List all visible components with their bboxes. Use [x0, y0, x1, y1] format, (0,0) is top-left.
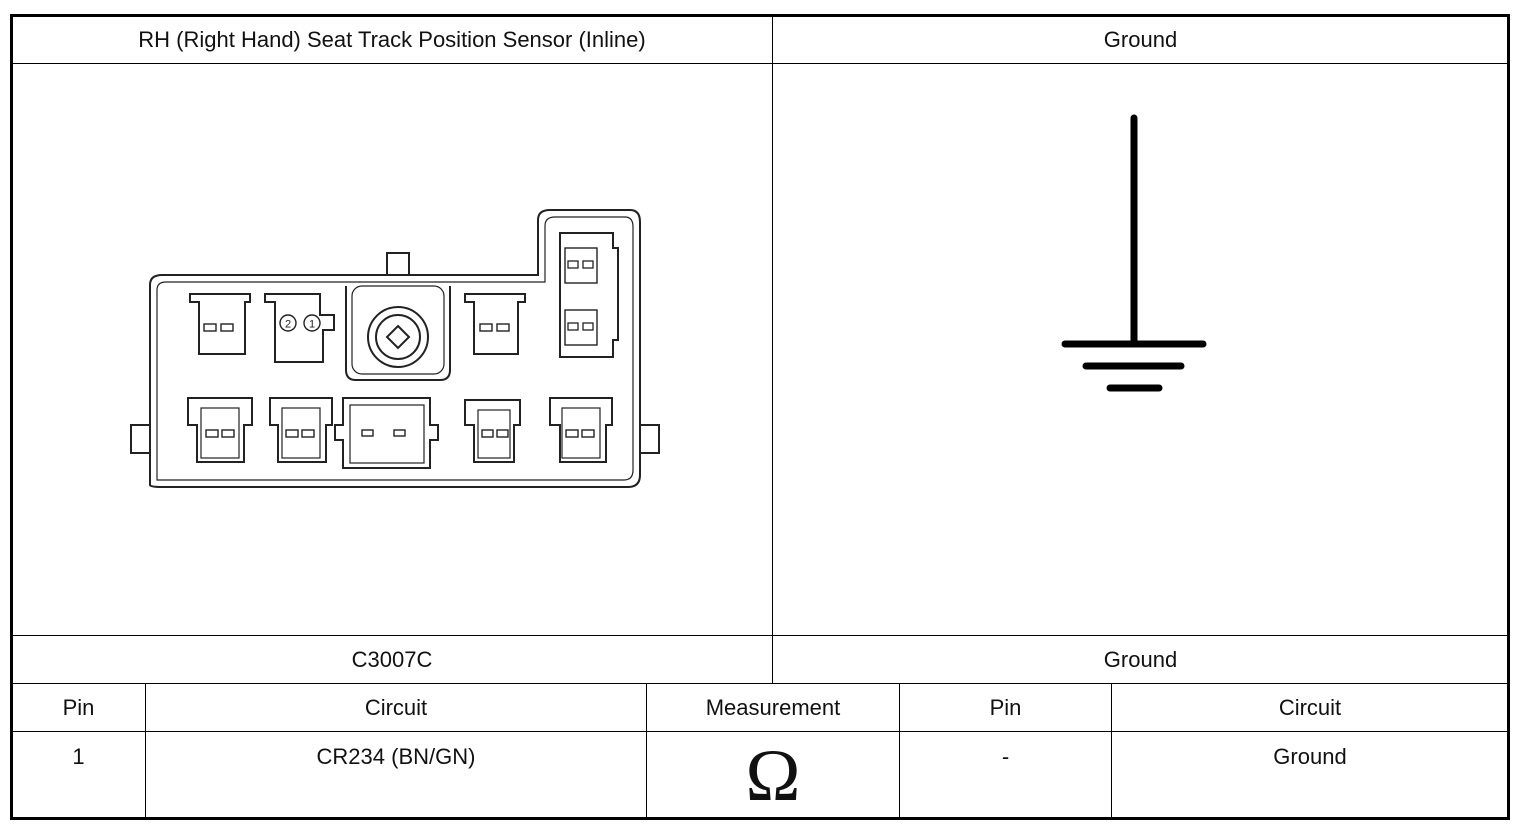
- divider-col-1: [145, 684, 146, 818]
- ground-id: Ground: [1103, 646, 1178, 672]
- connector-id: C3007C: [351, 646, 433, 672]
- rule-under-header: [12, 63, 1508, 64]
- divider-col-4: [1111, 684, 1112, 818]
- divider-col-3: [899, 684, 900, 818]
- row-circuit: CR234 (BN/GN): [316, 744, 476, 769]
- header-circuit: Circuit: [364, 694, 428, 720]
- header-pin-2: Pin: [989, 694, 1022, 720]
- header-measurement: Measurement: [705, 694, 841, 720]
- ground-symbol-icon: [1061, 114, 1207, 392]
- header-pin: Pin: [62, 694, 95, 720]
- connector-title: RH (Right Hand) Seat Track Position Sens…: [138, 26, 646, 52]
- row-pin: 1: [72, 744, 85, 769]
- pin-number-1: 1: [309, 319, 315, 331]
- ground-title: Ground: [1103, 26, 1178, 52]
- ohm-icon: Ω: [647, 736, 899, 816]
- rule-above-table-rows: [12, 731, 1508, 732]
- divider-col-2: [646, 684, 647, 818]
- measurement-symbol: Ω: [745, 735, 801, 817]
- row-circuit-2: Ground: [1273, 744, 1347, 769]
- header-circuit-2: Circuit: [1278, 694, 1342, 720]
- connector-face-diagram: 2 1: [130, 209, 660, 488]
- pin-number-2: 2: [285, 319, 291, 331]
- row-pin-2: -: [1001, 744, 1010, 769]
- rule-above-ids: [12, 635, 1508, 636]
- divider-center-top: [772, 16, 773, 684]
- rule-above-table-headers: [12, 683, 1508, 684]
- pinout-table-frame: [10, 14, 1510, 820]
